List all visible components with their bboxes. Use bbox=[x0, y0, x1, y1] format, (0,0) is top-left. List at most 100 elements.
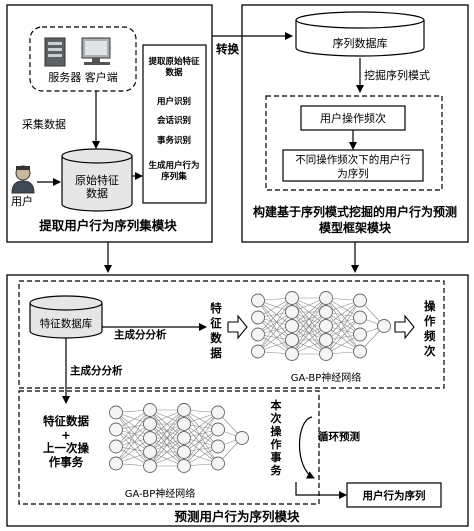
mining-dashed-box bbox=[265, 95, 443, 191]
user-id-label: 用户识别 bbox=[156, 96, 191, 107]
op-frequency-output-label: 操 作 频 次 bbox=[424, 299, 436, 358]
generate-seq-label-1: 生成用户行为 bbox=[148, 160, 199, 171]
extract-label-2: 数据 bbox=[165, 67, 183, 78]
upper-network-dashed-box bbox=[18, 280, 445, 389]
ga-bp-network-lower bbox=[109, 403, 249, 473]
network-node bbox=[109, 405, 123, 420]
collect-label: 采集数据 bbox=[22, 117, 66, 131]
svg-text:频: 频 bbox=[424, 329, 436, 343]
network-node bbox=[211, 439, 225, 454]
input2-label-3: 上一次操 bbox=[43, 441, 89, 455]
network-connection bbox=[183, 409, 219, 464]
network-connection bbox=[325, 311, 361, 352]
network-node bbox=[353, 344, 367, 359]
network-connection bbox=[149, 409, 185, 439]
network-node bbox=[353, 327, 367, 342]
network-connection bbox=[325, 300, 361, 355]
network-connection bbox=[183, 412, 219, 453]
input2-label-1: 特征数据 bbox=[43, 414, 89, 428]
network-connection bbox=[291, 297, 327, 355]
network-node bbox=[177, 431, 191, 445]
op-frequency-label: 用户操作频次 bbox=[320, 111, 386, 125]
raw-db-label-2: 数据 bbox=[86, 186, 108, 200]
extract-label-1: 提取原始特征 bbox=[148, 56, 200, 67]
network-node bbox=[251, 344, 265, 359]
network-connection bbox=[115, 409, 151, 464]
network-connection bbox=[115, 409, 151, 447]
network-connection bbox=[291, 325, 327, 355]
module3-title: 预测用户行为序列模块 bbox=[174, 509, 300, 524]
network-node bbox=[109, 439, 123, 454]
network1-label: GA-BP神经网络 bbox=[291, 371, 362, 384]
network2-label: GA-BP神经网络 bbox=[125, 487, 196, 500]
network-connection bbox=[325, 297, 361, 352]
client-computer-icon bbox=[81, 37, 111, 65]
network-connection bbox=[325, 317, 361, 355]
network-node bbox=[285, 305, 299, 319]
network-connection bbox=[115, 412, 151, 453]
loop-arrow bbox=[298, 416, 315, 479]
network-connection bbox=[149, 437, 185, 467]
input-hollow-arrow bbox=[227, 314, 248, 340]
module2-title-2: 模型框架模块 bbox=[319, 220, 392, 235]
network-node bbox=[177, 403, 191, 417]
network-connection bbox=[183, 429, 219, 467]
svg-text:作: 作 bbox=[424, 314, 436, 328]
device-box bbox=[29, 26, 137, 92]
network-node bbox=[109, 456, 123, 471]
network-node bbox=[211, 456, 225, 471]
network-connection bbox=[115, 412, 151, 467]
svg-text:作: 作 bbox=[271, 437, 282, 451]
network-node bbox=[177, 459, 191, 473]
op-frequency-box bbox=[300, 105, 406, 131]
output-hollow-arrow bbox=[394, 314, 415, 340]
network-connection bbox=[291, 297, 327, 341]
pca-label-2: 主成分分析 bbox=[70, 364, 123, 377]
raw-db-label-1: 原始特征 bbox=[75, 173, 119, 187]
sequence-database bbox=[295, 11, 425, 57]
network-connection bbox=[183, 437, 219, 464]
pca-label-1: 主成分分析 bbox=[114, 328, 167, 341]
network-connection bbox=[291, 311, 327, 355]
network-node bbox=[285, 333, 299, 347]
module1-frame bbox=[6, 4, 213, 243]
network-node bbox=[251, 293, 265, 308]
raw-feature-database bbox=[61, 148, 133, 212]
network-node bbox=[285, 347, 299, 361]
result-box bbox=[346, 482, 442, 508]
module2-title-1: 构建基于序列模式挖掘的用户行为预测 bbox=[253, 204, 457, 219]
svg-text:据: 据 bbox=[210, 346, 222, 360]
network-node bbox=[285, 291, 299, 305]
processing-box bbox=[142, 44, 207, 204]
network-node bbox=[353, 310, 367, 325]
mining-label: 挖掘序列模式 bbox=[364, 68, 430, 82]
network-node bbox=[377, 319, 391, 333]
behavior-seq-label-2: 为序列 bbox=[337, 167, 369, 180]
network-node bbox=[143, 431, 157, 445]
network-connection bbox=[149, 409, 185, 467]
transaction-id-label: 事务识别 bbox=[157, 135, 191, 146]
network-connection bbox=[325, 300, 361, 327]
sequence-db-label: 序列数据库 bbox=[333, 36, 388, 50]
network-node bbox=[143, 403, 157, 417]
current-op-transaction-label: 本 次 操 作 事 务 bbox=[271, 398, 283, 477]
svg-text:次: 次 bbox=[424, 344, 436, 358]
svg-text:事: 事 bbox=[271, 450, 282, 464]
network-connection bbox=[149, 423, 185, 467]
svg-text:操: 操 bbox=[424, 299, 436, 313]
network-node bbox=[211, 422, 225, 437]
server-icon bbox=[44, 37, 66, 67]
network-connection bbox=[257, 297, 293, 335]
network-connection bbox=[257, 325, 293, 352]
svg-text:数: 数 bbox=[210, 331, 222, 345]
network-node bbox=[177, 417, 191, 431]
network-node bbox=[251, 327, 265, 342]
module3-frame bbox=[6, 274, 469, 527]
network-node bbox=[319, 291, 333, 305]
network-connection bbox=[325, 300, 361, 341]
network-connection bbox=[257, 300, 293, 341]
svg-text:征: 征 bbox=[210, 316, 222, 330]
generate-seq-label-2: 序列集 bbox=[160, 171, 187, 182]
user-icon bbox=[11, 165, 35, 194]
